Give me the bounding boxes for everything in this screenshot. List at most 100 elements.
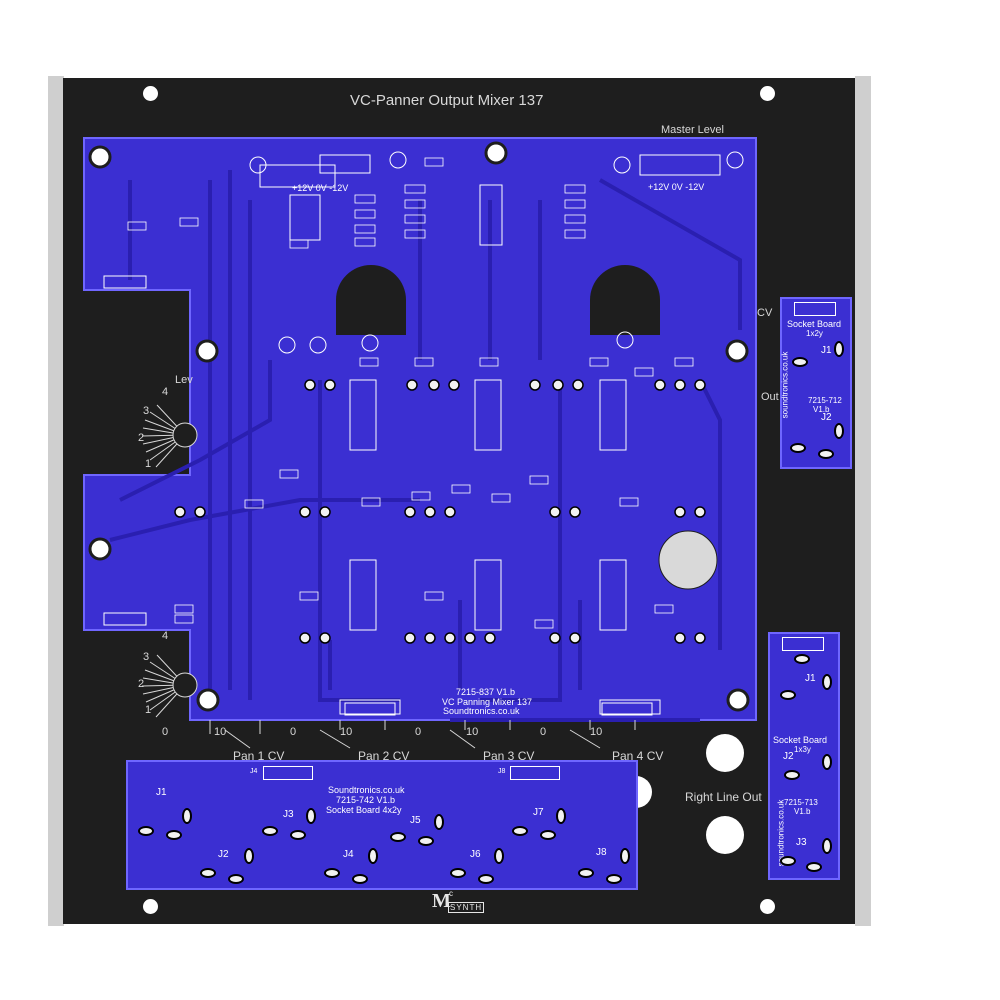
jack-label-j3: J3 [283, 809, 294, 820]
pan4-cv-label: Pan 4 CV [612, 749, 664, 763]
jack-pad [822, 674, 832, 690]
jack-pad [790, 443, 806, 453]
jack-label-j4: J4 [343, 849, 354, 860]
left-rail [48, 76, 64, 926]
socket-board-1x2y-title: Socket Board [787, 319, 842, 329]
jack-pad [390, 832, 406, 842]
jack-pad [450, 868, 466, 878]
jack-pad [494, 848, 504, 864]
socket-board-1x2y: Socket Board 1x2y J1 7215-712 V1.b J2 so… [780, 297, 852, 469]
socket-board-1x3y-subtitle: 1x3y [794, 745, 811, 754]
socket-board-1x3y: J1 Socket Board 1x3y J2 7215-713 V1.b J3… [768, 632, 840, 880]
jack-pad [352, 874, 368, 884]
output-jack-hole-2[interactable] [706, 816, 744, 854]
pot4-zero: 0 [540, 726, 547, 738]
header-connector [782, 637, 824, 651]
level-label-partial: Lev [175, 374, 193, 386]
socket-board-4x2y: J4 J8 Soundtronics.co.uk 7215-742 V1.b S… [126, 760, 638, 890]
jack-label-j1: J1 [156, 787, 167, 798]
output-jack-hole-1[interactable] [706, 734, 744, 772]
header-connector [794, 302, 836, 316]
socket-board-1x2y-part: 7215-712 [808, 396, 842, 405]
board-part-number: 7215-837 V1.b [456, 687, 516, 697]
cv-label-partial: CV [757, 307, 773, 319]
scale-lower-4: 4 [162, 630, 169, 642]
jack-pad [478, 874, 494, 884]
jack-pad [228, 874, 244, 884]
mount-hole-bottom-right [760, 899, 775, 914]
board-vendor: Soundtronics.co.uk [443, 706, 520, 716]
socket-board-1x2y-version: V1.b [813, 405, 830, 414]
scale-upper-3: 3 [143, 405, 150, 417]
jack-pad [138, 826, 154, 836]
jack-pad [784, 770, 800, 780]
scale-lower-2: 2 [138, 678, 145, 690]
jack-pad [822, 838, 832, 854]
jack-pad [794, 654, 810, 664]
jack-pad [166, 830, 182, 840]
jack-pad [324, 868, 340, 878]
jack-pad [418, 836, 434, 846]
socket-board-1x3y-title: Socket Board [773, 735, 828, 745]
pot3-ten: 10 [466, 726, 479, 738]
jack-pad [620, 848, 630, 864]
pan2-cv-label: Pan 2 CV [358, 749, 410, 763]
mount-hole-bottom-left [143, 899, 158, 914]
jack-pad [822, 754, 832, 770]
jack-pad [780, 856, 796, 866]
header-label-j8: J8 [498, 768, 506, 775]
header-connector-j8 [510, 766, 560, 780]
header-connector-j4 [263, 766, 313, 780]
level-scale-upper [141, 404, 198, 468]
jack-label-j3: J3 [796, 837, 807, 848]
board-name: VC Panning Mixer 137 [442, 697, 533, 707]
jack-label-j7: J7 [533, 807, 544, 818]
pan3-cv-label: Pan 3 CV [483, 749, 535, 763]
jack-label-j2: J2 [218, 849, 229, 860]
jack-pad [262, 826, 278, 836]
mount-hole-top-left [143, 86, 158, 101]
scale-lower-1: 1 [145, 704, 152, 716]
jack-pad [780, 690, 796, 700]
jack-pad [834, 423, 844, 439]
pot1-zero: 0 [162, 726, 169, 738]
jack-label-j1: J1 [805, 673, 816, 684]
scale-upper-4: 4 [162, 386, 169, 398]
power-header-label-1: +12V 0V -12V [292, 183, 349, 193]
jack-pad [606, 874, 622, 884]
mount-hole-top-right [760, 86, 775, 101]
scale-upper-1: 1 [145, 458, 152, 470]
jack-pad [434, 814, 444, 830]
jack-label-j2: J2 [783, 751, 794, 762]
scale-lower-3: 3 [143, 651, 150, 663]
master-level-label: Master Level [661, 124, 724, 136]
pot2-zero: 0 [290, 726, 297, 738]
header-label-j4: J4 [250, 768, 258, 775]
jack-label-j1: J1 [821, 345, 832, 356]
pan1-cv-label: Pan 1 CV [233, 749, 285, 763]
right-rail [855, 76, 871, 926]
scale-upper-2: 2 [138, 432, 145, 444]
pot2-ten: 10 [340, 726, 353, 738]
jack-pad [512, 826, 528, 836]
jack-pad [578, 868, 594, 878]
jack-pad [290, 830, 306, 840]
socket-board-4x2y-title: Socket Board 4x2y [326, 805, 402, 815]
jack-pad [556, 808, 566, 824]
jack-pad [834, 341, 844, 357]
out-label-partial: Out [761, 391, 779, 403]
pot3-zero: 0 [415, 726, 422, 738]
socket-board-4x2y-part: 7215-742 V1.b [336, 795, 396, 805]
socket-board-1x3y-version: V1.b [794, 807, 811, 816]
jack-pad [244, 848, 254, 864]
jack-pad [792, 357, 808, 367]
level-scale-lower [141, 654, 198, 718]
panel-title: VC-Panner Output Mixer 137 [350, 92, 544, 109]
jack-label-j2: J2 [821, 412, 832, 423]
jack-pad [200, 868, 216, 878]
jack-pad [818, 449, 834, 459]
jack-pad [368, 848, 378, 864]
socket-board-1x2y-subtitle: 1x2y [806, 329, 823, 338]
jack-pad [306, 808, 316, 824]
